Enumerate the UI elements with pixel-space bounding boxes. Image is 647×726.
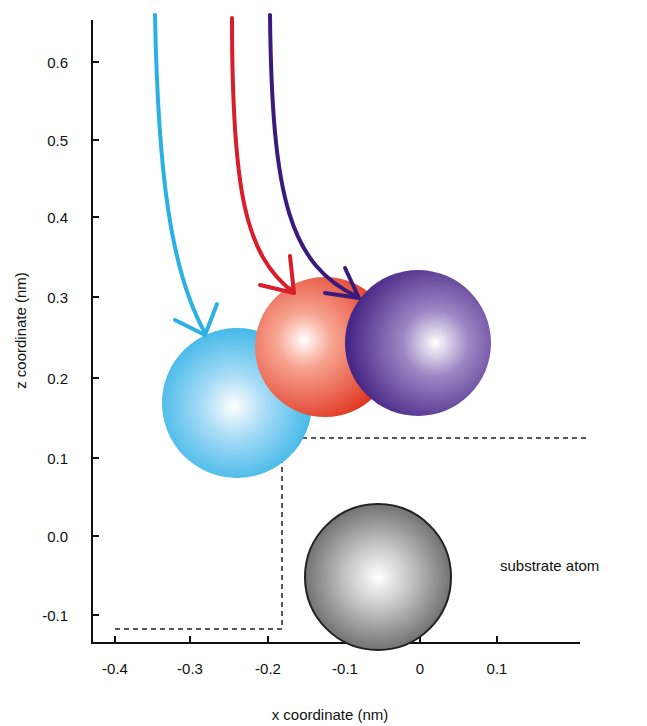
blue-trajectory — [155, 15, 205, 333]
substrate-atom — [305, 504, 451, 650]
purple-trajectory — [270, 15, 358, 297]
tick-label: -0.1 — [332, 661, 358, 676]
purple-atom — [345, 270, 491, 416]
tick-label: -0.2 — [255, 661, 281, 676]
tick-label: -0.4 — [102, 661, 128, 676]
tick-label: 0.1 — [487, 661, 508, 676]
arrowhead — [260, 256, 294, 293]
axis-title: x coordinate (nm) — [272, 707, 389, 722]
tick-label: 0.4 — [47, 210, 68, 225]
tick-label: 0.6 — [47, 55, 68, 70]
tick-label: 0 — [416, 661, 424, 676]
tick-label: -0.3 — [177, 661, 203, 676]
tick-label: -0.1 — [42, 608, 68, 623]
part-label: substrate atom — [500, 558, 599, 573]
arrowhead — [325, 268, 359, 298]
tick-label: 0.1 — [47, 451, 68, 466]
arrowhead — [175, 304, 217, 335]
tick-label: 0.0 — [47, 529, 68, 544]
red-trajectory — [232, 18, 293, 292]
tick-label: 0.5 — [47, 133, 68, 148]
tick-label: 0.2 — [47, 371, 68, 386]
tick-label: 0.3 — [47, 290, 68, 305]
axis-title: z coordinate (nm) — [13, 272, 28, 389]
